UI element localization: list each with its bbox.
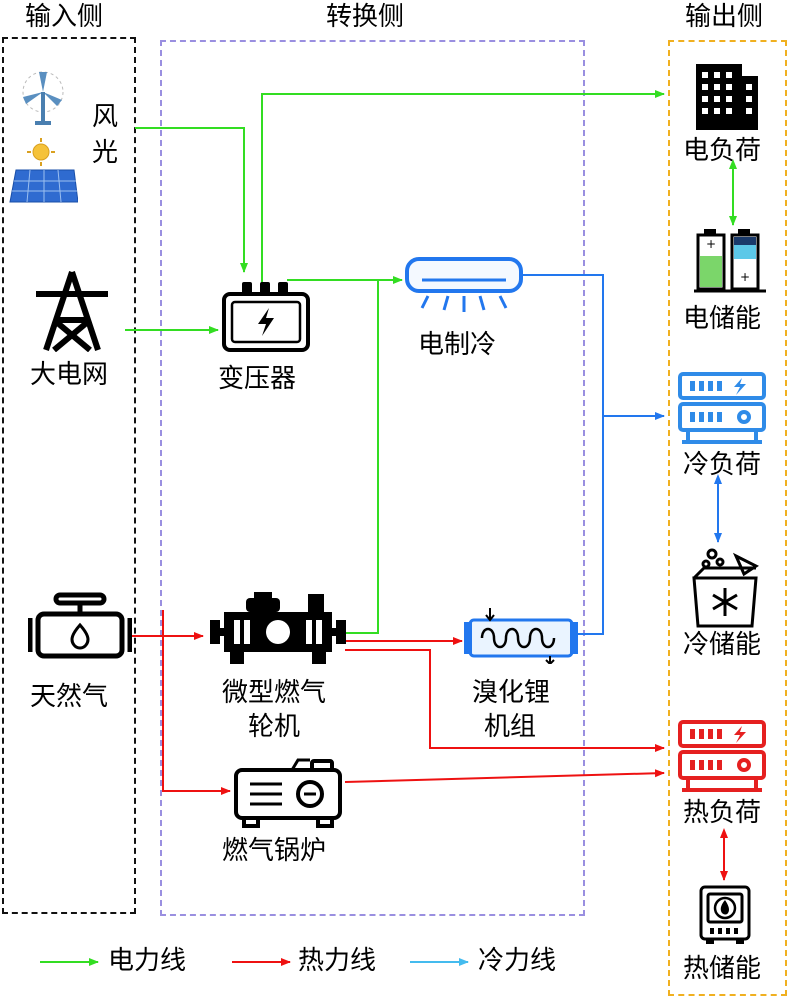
cold-line-chiller-cooling-load bbox=[522, 274, 665, 420]
libr-chiller-label-line2: 机组 bbox=[484, 712, 537, 742]
heat-line-turbine-heat-load bbox=[345, 649, 665, 752]
electric-load-label: 电负荷 bbox=[683, 136, 762, 166]
micro-turbine-label-line2: 轮机 bbox=[248, 712, 301, 742]
heat-load-icon bbox=[678, 720, 766, 792]
gas-label: 天然气 bbox=[30, 682, 109, 712]
ice-storage-icon bbox=[692, 548, 759, 628]
micro-turbine-icon bbox=[210, 592, 346, 664]
power-line-transformer-electric-load bbox=[261, 90, 665, 283]
power-line-turbine-chiller bbox=[345, 280, 379, 634]
wind-turbine-icon bbox=[22, 71, 64, 125]
svg-text:+: + bbox=[740, 270, 750, 284]
heat-line-boiler-heat-load bbox=[344, 769, 665, 783]
heat-storage-label: 热储能 bbox=[683, 954, 762, 984]
cooling-storage-label: 冷储能 bbox=[683, 630, 762, 660]
cooling-load-label: 冷负荷 bbox=[683, 450, 762, 480]
air-conditioner-icon bbox=[405, 257, 523, 312]
svg-text:+: + bbox=[706, 237, 716, 251]
micro-turbine-label-line1: 微型燃气 bbox=[222, 678, 327, 708]
power-tower-icon bbox=[36, 271, 108, 352]
transformer-icon bbox=[222, 282, 310, 352]
heat-line-gas-boiler bbox=[162, 610, 231, 795]
cold-line-libr-cooling-load bbox=[578, 416, 604, 635]
convert-section-frame bbox=[160, 40, 585, 916]
building-icon bbox=[696, 64, 758, 130]
wind-label: 风 bbox=[92, 102, 119, 132]
power-line-windsolar-transformer bbox=[135, 127, 248, 273]
gas-boiler-icon bbox=[234, 758, 342, 828]
libr-chiller-label-line1: 溴化锂 bbox=[472, 678, 551, 708]
cooling-load-icon bbox=[678, 372, 766, 444]
legend-cold-label: 冷力线 bbox=[478, 946, 557, 976]
output-section-title: 输出侧 bbox=[685, 2, 764, 32]
battery-storage-icon: + + bbox=[694, 229, 766, 293]
gas-valve-icon bbox=[28, 592, 132, 659]
solar-panel-icon bbox=[9, 138, 78, 203]
input-section-frame bbox=[2, 37, 136, 914]
heat-load-label: 热负荷 bbox=[683, 798, 762, 828]
libr-chiller-icon bbox=[464, 608, 578, 664]
electric-storage-label: 电储能 bbox=[683, 304, 762, 334]
grid-label: 大电网 bbox=[30, 360, 109, 390]
legend-power-label: 电力线 bbox=[108, 946, 187, 976]
electric-chiller-label: 电制冷 bbox=[418, 330, 497, 360]
input-section-title: 输入侧 bbox=[25, 2, 104, 32]
transformer-label: 变压器 bbox=[218, 364, 297, 394]
legend-heat-label: 热力线 bbox=[298, 946, 377, 976]
gas-boiler-label: 燃气锅炉 bbox=[222, 836, 327, 866]
heat-storage-icon bbox=[699, 885, 751, 944]
solar-label: 光 bbox=[92, 138, 119, 168]
output-section-frame bbox=[668, 40, 787, 996]
convert-section-title: 转换侧 bbox=[326, 2, 405, 32]
